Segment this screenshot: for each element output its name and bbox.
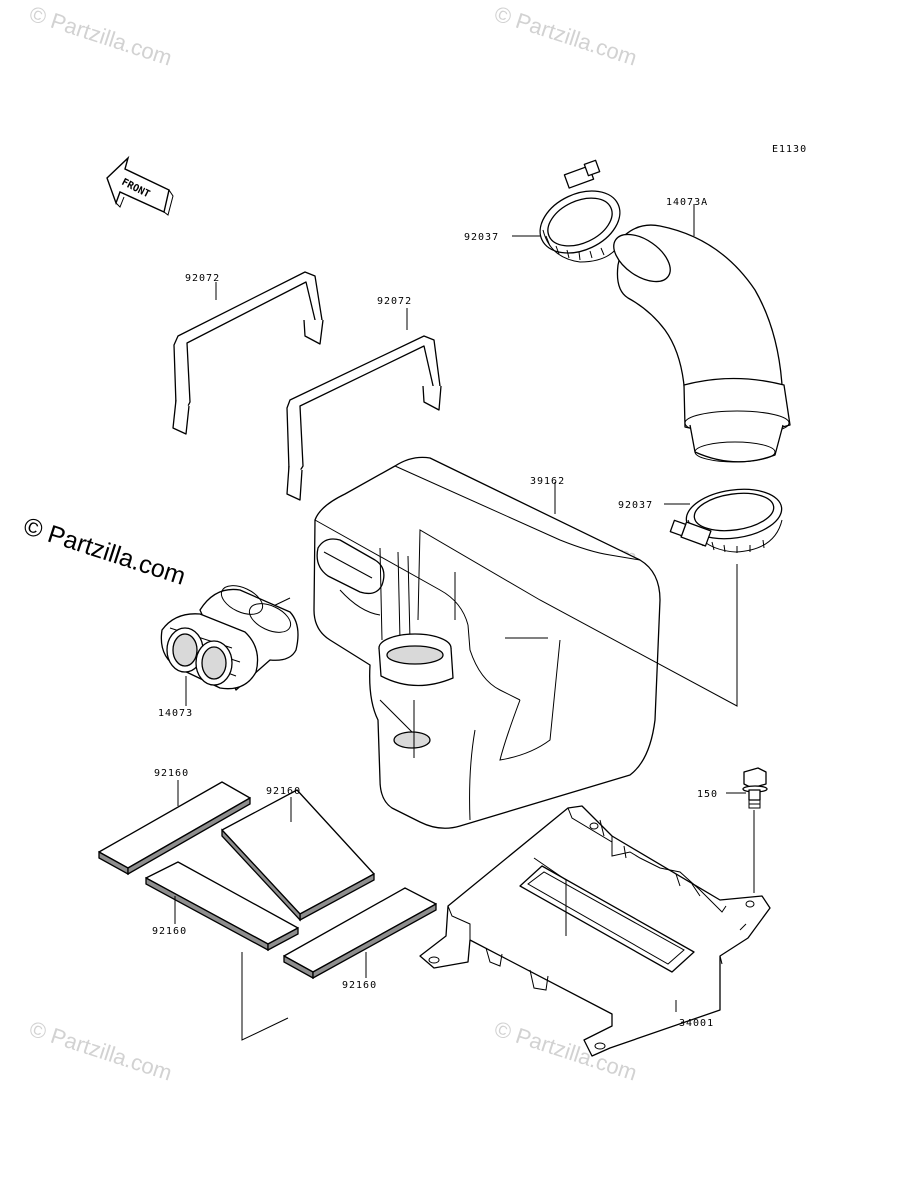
label-92037-upper: 92037 bbox=[464, 232, 499, 243]
label-34001: 34001 bbox=[679, 1018, 714, 1029]
label-39162: 39162 bbox=[530, 476, 565, 487]
label-92160-2: 92160 bbox=[266, 786, 301, 797]
intake-duct bbox=[160, 585, 299, 691]
watermark-bottom-left: © Partzilla.com bbox=[26, 1016, 175, 1086]
bolt-icon bbox=[742, 767, 768, 809]
strap-left bbox=[172, 271, 324, 435]
label-14073: 14073 bbox=[158, 708, 193, 719]
label-92072-left: 92072 bbox=[185, 273, 220, 284]
watermark-top-right: © Partzilla.com bbox=[491, 1, 640, 71]
label-14073A: 14073A bbox=[666, 197, 708, 208]
hose-clamp-upper bbox=[539, 159, 623, 263]
mounting-bracket bbox=[419, 805, 771, 1057]
label-92160-3: 92160 bbox=[152, 926, 187, 937]
strap-right bbox=[286, 335, 442, 501]
label-92160-1: 92160 bbox=[154, 768, 189, 779]
front-arrow-icon: FRONT bbox=[106, 155, 174, 216]
label-92037-lower: 92037 bbox=[618, 500, 653, 511]
diagram-code: E1130 bbox=[772, 144, 807, 155]
watermark-top-left: © Partzilla.com bbox=[26, 1, 175, 71]
tank-body bbox=[313, 456, 661, 829]
leader-line-pads bbox=[241, 952, 289, 1041]
leader-line-hose bbox=[417, 529, 738, 707]
pad-1 bbox=[98, 781, 251, 869]
elbow-hose bbox=[613, 224, 791, 463]
pads-group bbox=[98, 781, 437, 980]
watermark-large: © Partzilla.com bbox=[20, 512, 189, 591]
label-92160-4: 92160 bbox=[342, 980, 377, 991]
hose-clamp-lower bbox=[669, 488, 783, 553]
pad-2 bbox=[221, 789, 375, 915]
leader-line-bracket bbox=[533, 857, 567, 936]
label-92072-right: 92072 bbox=[377, 296, 412, 307]
label-150: 150 bbox=[697, 789, 718, 800]
